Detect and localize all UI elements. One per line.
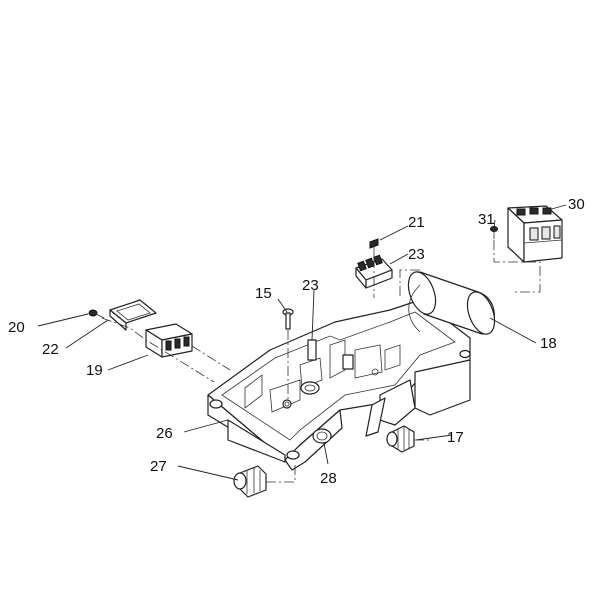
switch-19: [145, 323, 193, 358]
callout-30: 30: [568, 196, 585, 213]
housing-base: [207, 299, 471, 471]
cable-gland-17: [386, 425, 415, 453]
capacitor: [407, 271, 496, 335]
assembly-lines: [101, 240, 541, 483]
callouts: 15 17 18 19 20 21 22 23 23 26 27 28 30 3…: [8, 196, 585, 487]
screw-15: [282, 308, 294, 330]
callout-23-top: 23: [408, 246, 425, 263]
callout-21: 21: [408, 214, 425, 231]
cable-gland-27: [233, 465, 267, 498]
terminal-block: [355, 254, 393, 289]
callout-28: 28: [320, 470, 337, 487]
callout-18: 18: [540, 335, 557, 352]
screw-21: [369, 238, 379, 258]
callout-19: 19: [86, 362, 103, 379]
callout-20: 20: [8, 319, 25, 336]
contactor-30: [507, 205, 563, 263]
screw-20: [88, 309, 105, 319]
callout-31: 31: [478, 211, 495, 228]
screw-31: [490, 226, 498, 239]
callout-17: 17: [447, 429, 464, 446]
callout-26: 26: [156, 425, 173, 442]
callout-23-mid: 23: [302, 277, 319, 294]
cable-gland-28: [312, 428, 332, 444]
leader-lines: [37, 204, 567, 481]
seal-frame-22: [109, 299, 157, 331]
callout-15: 15: [255, 285, 272, 302]
callout-27: 27: [150, 458, 167, 475]
callout-22: 22: [42, 341, 59, 358]
